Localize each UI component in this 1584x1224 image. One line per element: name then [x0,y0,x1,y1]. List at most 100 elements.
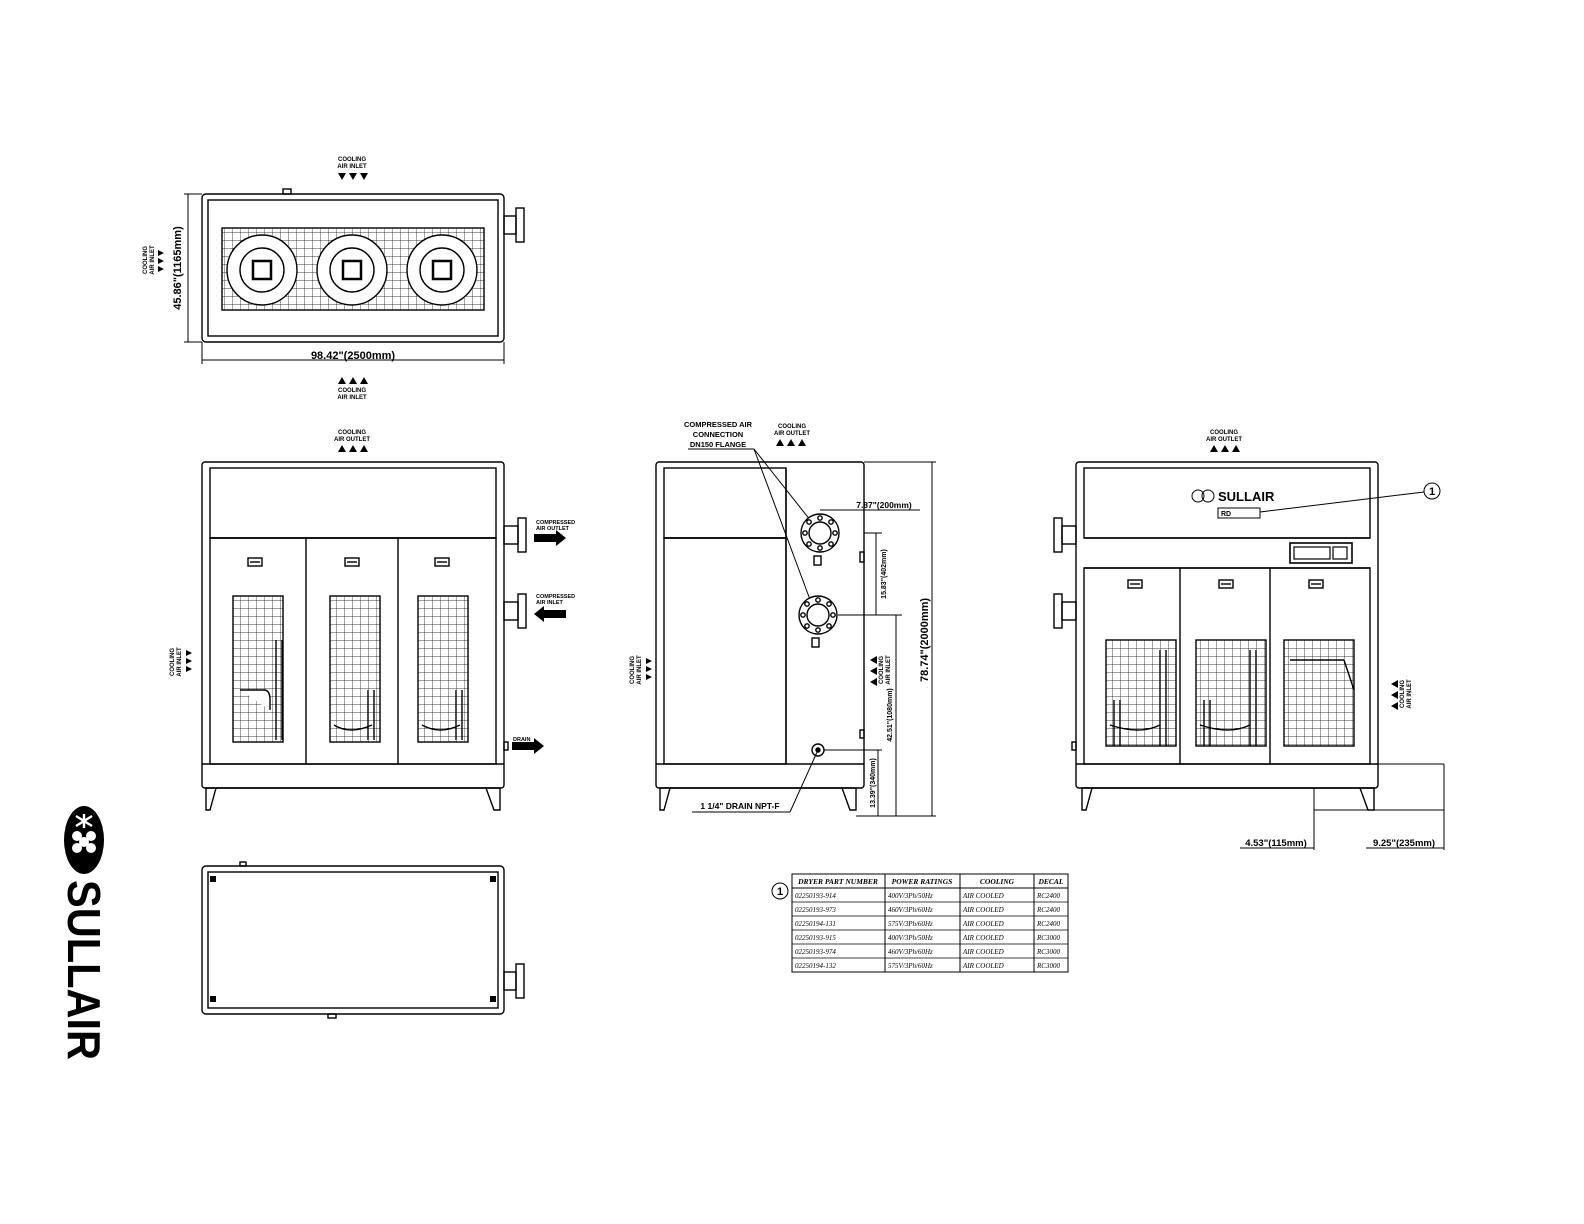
side-view-top-label-1: COOLING [778,424,806,430]
table-cell: 400V/3Ph/50Hz [888,934,933,942]
rear-callout-number: 1 [1429,486,1435,498]
bottom-view [201,861,525,1019]
table-cell: AIR COOLED [962,892,1004,900]
compressed-air-outlet-label-1: COMPRESSED [536,520,575,526]
rear-brand-name: SULLAIR [1218,489,1275,504]
rear-unit-label: RD [1221,511,1231,518]
fan-3 [406,234,478,306]
top-view-outline [201,193,505,343]
top-view-top-arrow-label-1: COOLING [338,157,366,163]
table-header-cooling: COOLING [980,877,1015,886]
rear-view-top-label-2: AIR OUTLET [1206,437,1242,443]
overall-height-dimension: 78.74"(2000mm) [919,598,931,682]
table-cell: 460V/3Ph/60Hz [888,948,933,956]
table-cell: 02250194-131 [795,920,836,928]
table-cell: RC2400 [1036,906,1060,914]
side-view-left-label-2: AIR INLET [637,655,643,685]
compressed-air-outlet-arrow [534,530,566,546]
connection-label-2: CONNECTION [693,430,743,439]
table-cell: RC2400 [1036,892,1060,900]
rear-grille-1 [1105,639,1177,747]
top-view: COOLING AIR INLET COOLING AIR INLET [143,157,525,401]
side-view-top-label-2: AIR OUTLET [774,431,810,437]
lower-flange-dimension: 42.51"(1080mm) [887,688,894,742]
flange-spacing-dimension: 15.83"(402mm) [881,549,888,599]
table-cell: AIR COOLED [962,948,1004,956]
compressed-air-outlet-label-2: AIR OUTLET [536,526,570,532]
fan-1 [226,234,298,306]
top-view-left-arrow-label-1: COOLING [143,246,149,274]
side-view-right-label-1: COOLING [879,656,885,684]
rear-dimension-b: 9.25"(235mm) [1373,838,1435,849]
front-view-top-label-1: COOLING [338,430,366,436]
table-cell: RC3000 [1036,934,1060,942]
sullair-logo-text: SULLAIR [58,880,110,1060]
table-cell: 575V/3Ph/60Hz [888,962,933,970]
front-grille-1 [232,595,284,743]
top-view-left-arrow-label-2: AIR INLET [150,245,156,275]
sullair-logo: SULLAIR [58,806,110,1060]
rear-grille-3 [1283,639,1355,747]
table-cell: AIR COOLED [962,934,1004,942]
rear-grille-2 [1195,639,1267,747]
cooling-air-inlet-arrows-top [338,173,368,180]
front-drain-label: DRAIN [513,737,530,743]
table-cell: 02250193-914 [795,892,836,900]
rear-view-top-label-1: COOLING [1210,430,1238,436]
table-header-decal: DECAL [1037,877,1063,886]
rear-view: COOLING AIR OUTLET SULLAIR [1053,430,1445,850]
side-view: COMPRESSED AIR CONNECTION DN150 FLANGE C… [630,420,936,817]
rear-callout-circle [1423,482,1441,500]
drain-arrow [512,738,544,754]
front-grille-3 [417,595,469,743]
depth-dimension: 45.86"(1165mm) [172,226,184,310]
table-cell: RC2400 [1036,920,1060,928]
front-view: COOLING AIR OUTLET [170,430,575,811]
side-view-left-label-1: COOLING [630,656,636,684]
table-callout-number: 1 [777,886,783,898]
width-dimension: 98.42"(2500mm) [311,350,395,362]
table-cell: RC3000 [1036,948,1060,956]
top-view-bottom-arrow-label-1: COOLING [338,388,366,394]
table-cell: RC3000 [1036,962,1060,970]
rear-logo-icon [1191,489,1215,503]
table-callout-circle [771,882,789,900]
table-cell: 575V/3Ph/60Hz [888,920,933,928]
table-cell: 460V/3Ph/60Hz [888,906,933,914]
front-grille-2 [329,595,381,743]
top-view-top-arrow-label-2: AIR INLET [337,164,367,170]
fan-2 [316,234,388,306]
front-view-top-label-2: AIR OUTLET [334,437,370,443]
front-view-left-label-1: COOLING [170,648,176,676]
drain-connection-label: 1 1/4" DRAIN NPT-F [700,801,779,811]
sullair-emblem-icon [64,806,104,874]
lower-flange [798,595,838,648]
table-cell: 400V/3Ph/50Hz [888,892,933,900]
side-view-right-label-2: AIR INLET [886,655,892,685]
table-header-part-number: DRYER PART NUMBER [797,877,878,886]
drain-height-dimension: 13.39"(340mm) [870,758,877,808]
connection-label-1: COMPRESSED AIR [684,420,753,429]
front-view-left-label-2: AIR INLET [177,647,183,677]
connection-label-3: DN150 FLANGE [690,440,746,449]
controller-panel [1289,542,1353,564]
compressed-air-inlet-label-1: COMPRESSED [536,594,575,600]
top-view-bottom-arrow-label-2: AIR INLET [337,395,367,401]
table-cell: 02250194-132 [795,962,836,970]
compressed-air-inlet-arrow [534,606,566,622]
rear-dimension-a: 4.53"(115mm) [1245,838,1307,849]
rear-view-right-label-2: AIR INLET [1407,679,1413,709]
table-cell: 02250193-974 [795,948,836,956]
top-flange-dimension: 7.87"(200mm) [856,500,912,510]
table-cell: AIR COOLED [962,920,1004,928]
bottom-view-outline [201,865,505,1015]
rear-view-right-label-1: COOLING [1400,680,1406,708]
table-cell: AIR COOLED [962,962,1004,970]
table-cell: 02250193-973 [795,906,836,914]
part-number-table: 1 DRYER PART NUMBER POWER RATINGS COOLIN… [771,873,1069,973]
table-cell: AIR COOLED [962,906,1004,914]
upper-flange [800,513,840,566]
compressed-air-inlet-label-2: AIR INLET [536,600,564,606]
table-cell: 02250193-915 [795,934,836,942]
